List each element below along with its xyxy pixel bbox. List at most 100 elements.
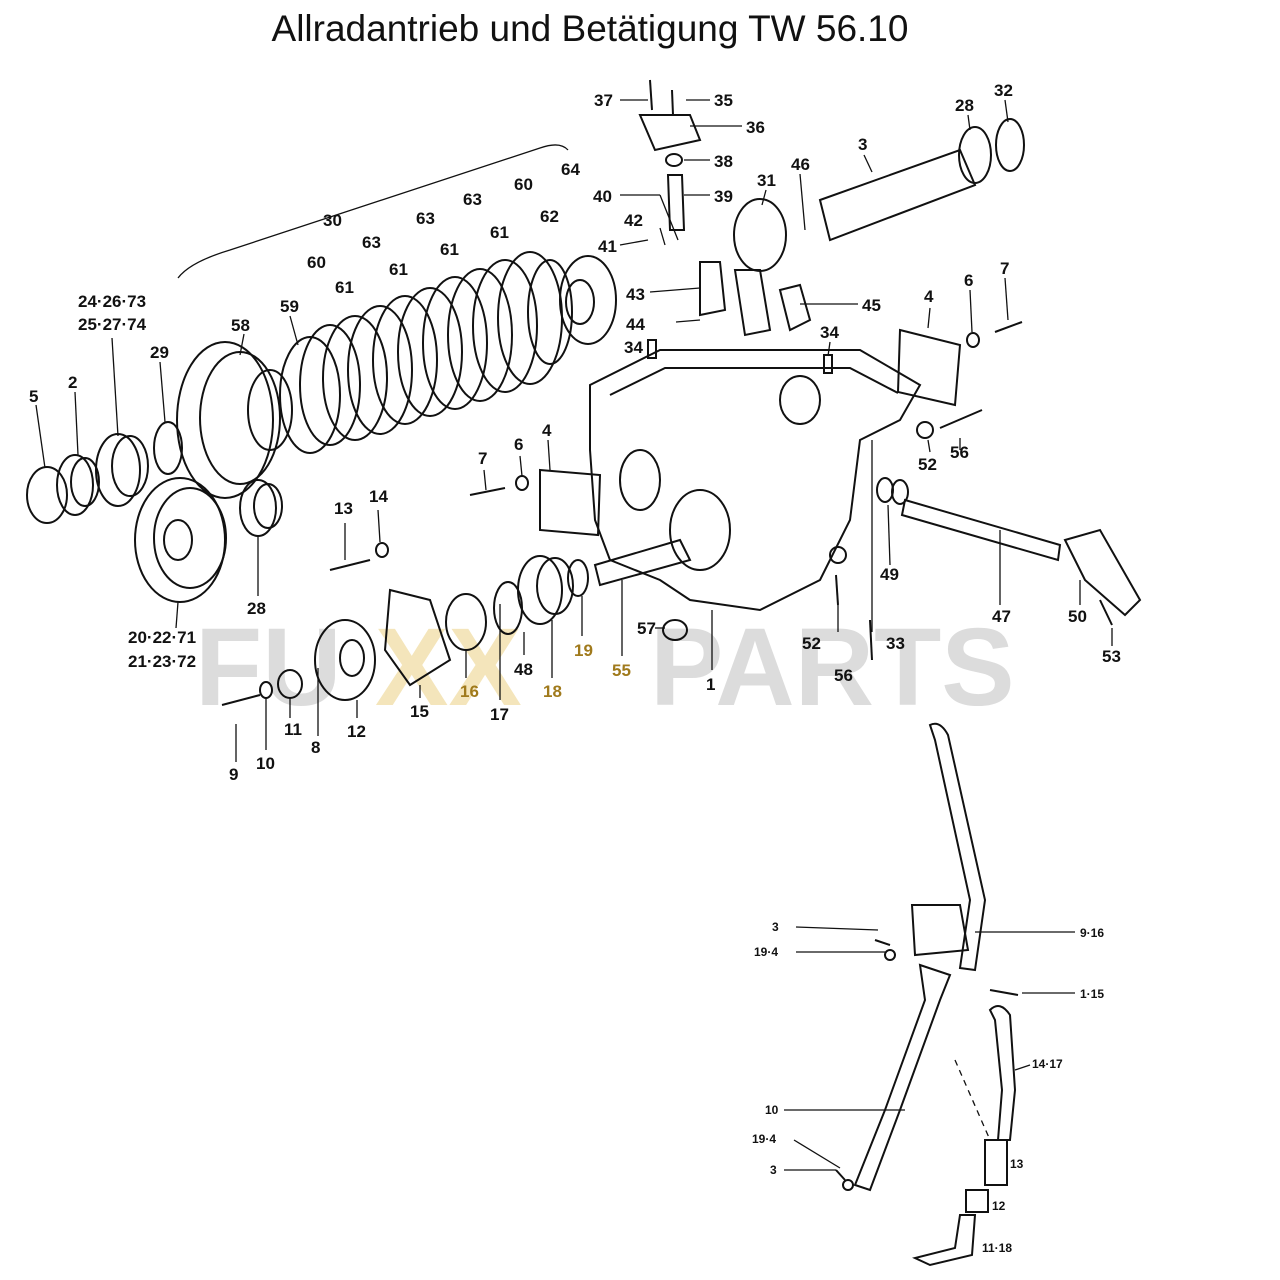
part-58-gear [176, 341, 274, 499]
watermark: FU XX PARTS [195, 606, 1015, 729]
part-12-hub [314, 619, 376, 701]
label-8: 8 [311, 738, 320, 757]
part-9-bolt [221, 694, 261, 706]
labels-lever: 3 19·4 9·16 1·15 14·17 10 19·4 3 13 12 1… [752, 920, 1104, 1255]
label-43: 43 [626, 285, 645, 304]
lever-1-15-bolt [989, 989, 1019, 996]
label-48: 48 [514, 660, 533, 679]
part-49-rings [876, 477, 894, 503]
label-63-b: 63 [416, 209, 435, 228]
part-52-nut-right [916, 421, 934, 439]
label-3: 3 [858, 135, 867, 154]
label-6-left: 6 [514, 435, 523, 454]
part-4-cover-left [539, 468, 602, 537]
label-6-right: 6 [964, 271, 973, 290]
label-4-right: 4 [924, 287, 934, 306]
label-44: 44 [626, 315, 645, 334]
label-41: 41 [598, 237, 617, 256]
label-14: 14 [369, 487, 388, 506]
label-18: 18 [543, 682, 562, 701]
label-28-right: 28 [955, 96, 974, 115]
label-16: 16 [460, 682, 479, 701]
label-52-bottom: 52 [802, 634, 821, 653]
part-7-bolt-right [994, 321, 1023, 333]
label-15: 15 [410, 702, 429, 721]
label-61-b: 61 [389, 260, 408, 279]
label-lever-1-15: 1·15 [1080, 987, 1104, 1001]
label-39: 39 [714, 187, 733, 206]
label-64: 64 [561, 160, 580, 179]
label-32: 32 [994, 81, 1013, 100]
label-30: 30 [323, 211, 342, 230]
part-4-cover-right [896, 328, 962, 407]
label-58: 58 [231, 316, 250, 335]
parts-drawing [26, 79, 1142, 1267]
part-47-shaft [900, 498, 1062, 562]
lever-12-nut [965, 1189, 989, 1213]
part-34-pin-right [823, 354, 833, 374]
part-57-plug [662, 619, 688, 641]
label-7-left: 7 [478, 449, 487, 468]
lever-11-18-rod [912, 1214, 977, 1267]
label-4-left: 4 [542, 421, 552, 440]
label-24-26-73: 24·26·73 [78, 292, 146, 311]
labels-main: 5 2 24·26·73 25·27·74 29 58 59 60 61 63 … [29, 81, 1121, 784]
label-56-right: 56 [950, 443, 969, 462]
label-lever-13: 13 [1010, 1157, 1024, 1171]
label-lever-19-4-top: 19·4 [754, 945, 778, 959]
label-31: 31 [757, 171, 776, 190]
label-53: 53 [1102, 647, 1121, 666]
label-49: 49 [880, 565, 899, 584]
label-60-a: 60 [307, 253, 326, 272]
lever-13-coupler [984, 1139, 1008, 1186]
selector-mechanism [638, 79, 812, 337]
label-35: 35 [714, 91, 733, 110]
part-7-bolt-left [469, 487, 506, 496]
label-38: 38 [714, 152, 733, 171]
label-11: 11 [284, 720, 302, 739]
lever-19-4-washer-bottom [842, 1179, 854, 1191]
label-lever-12: 12 [992, 1199, 1006, 1213]
label-62: 62 [540, 207, 559, 226]
label-10: 10 [256, 754, 275, 773]
label-21-23-72: 21·23·72 [128, 652, 196, 671]
part-50-lever [1063, 528, 1142, 617]
part-19-ring [567, 559, 589, 597]
lever-14-17-rod [988, 1005, 1017, 1141]
part-2-bearing [56, 454, 94, 516]
label-1: 1 [706, 675, 715, 694]
label-lever-3-top: 3 [772, 920, 779, 934]
page-title: Allradantrieb und Betätigung TW 56.10 [271, 8, 909, 49]
label-47: 47 [992, 607, 1011, 626]
label-61-d: 61 [490, 223, 509, 242]
label-55: 55 [612, 661, 631, 680]
leader-lines-lever [784, 926, 1075, 1171]
part-55-shaft [593, 538, 692, 587]
part-6-washer-right [966, 332, 980, 348]
lever-3-pin-bottom [835, 1169, 846, 1181]
part-31-gear [733, 198, 787, 272]
part-15-flange [383, 588, 452, 687]
label-13: 13 [334, 499, 353, 518]
part-14-washer [375, 542, 389, 558]
label-29: 29 [150, 343, 169, 362]
label-lever-9-16: 9·16 [1080, 926, 1104, 940]
label-7-right: 7 [1000, 259, 1009, 278]
part-5-ring [26, 466, 68, 524]
watermark-left: FU [195, 606, 342, 729]
label-12: 12 [347, 722, 366, 741]
part-56-bolt-bottom [835, 574, 839, 606]
part-29-needle [153, 421, 183, 475]
watermark-right: PARTS [650, 606, 1015, 729]
part-6-washer-left [515, 475, 529, 491]
label-25-27-74: 25·27·74 [78, 315, 147, 334]
label-56-bottom: 56 [834, 666, 853, 685]
label-17: 17 [490, 705, 509, 724]
label-34-right: 34 [820, 323, 839, 342]
label-34-left: 34 [624, 338, 643, 357]
lever-10-rod [853, 963, 952, 1192]
clutch-disc-pack [279, 251, 617, 454]
label-57: 57 [637, 619, 656, 638]
label-63-a: 63 [362, 233, 381, 252]
